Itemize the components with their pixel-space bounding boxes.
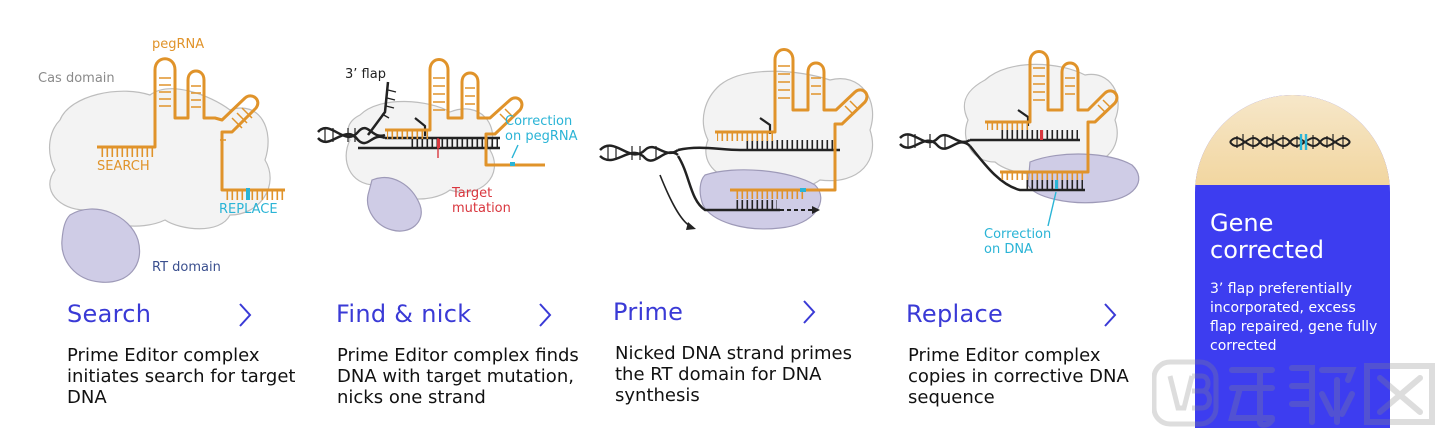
cas-domain-blob (48, 88, 271, 230)
cas-domain-label: Cas domain (38, 71, 115, 86)
step-title-search[interactable]: Search (67, 300, 152, 328)
chevron-right-icon[interactable] (539, 303, 552, 327)
dna-helix-icon (1229, 134, 1351, 150)
step-desc-prime: Nicked DNA strand primes the RT domain f… (615, 343, 852, 406)
prime-illustration (599, 48, 874, 230)
replace-illustration (899, 50, 1140, 227)
pegrna-label: pegRNA (152, 37, 205, 52)
correction-pegrna-label: Correction on pegRNA (505, 114, 578, 144)
result-description: 3’ flap preferentially incorporated, exc… (1210, 281, 1378, 354)
rt-domain-label: RT domain (152, 260, 221, 275)
chevron-right-icon[interactable] (803, 300, 816, 324)
result-dome (1195, 95, 1390, 185)
chevron-right-icon[interactable] (1104, 303, 1117, 327)
rt-domain-blob-2 (366, 177, 422, 232)
step-title-find-nick[interactable]: Find & nick (336, 300, 472, 328)
replace-label: REPLACE (219, 202, 278, 217)
cas-domain-blob-2 (345, 100, 496, 200)
step-title-prime[interactable]: Prime (613, 298, 684, 326)
search-label: SEARCH (97, 159, 150, 174)
result-card: Gene corrected 3’ flap preferentially in… (1195, 95, 1390, 428)
chevron-right-icon[interactable] (239, 303, 252, 327)
step-desc-replace: Prime Editor complex copies in correctiv… (908, 345, 1129, 408)
step-desc-search: Prime Editor complex initiates search fo… (67, 345, 296, 408)
pegrna-strand (97, 57, 285, 192)
step-title-replace[interactable]: Replace (906, 300, 1004, 328)
search-illustration (48, 57, 285, 283)
rt-domain-blob-3 (699, 169, 822, 230)
watermark-logo (1152, 359, 1435, 428)
target-mutation-label: Target mutation (452, 186, 511, 216)
result-title: Gene corrected (1210, 209, 1325, 264)
cas-domain-blob-3 (702, 70, 874, 190)
correction-dna-label: Correction on DNA (984, 227, 1052, 257)
find-nick-illustration (317, 58, 545, 232)
step-desc-find-nick: Prime Editor complex finds DNA with targ… (337, 345, 579, 408)
rt-domain-blob (61, 208, 141, 283)
flap-label: 3’ flap (345, 67, 386, 82)
